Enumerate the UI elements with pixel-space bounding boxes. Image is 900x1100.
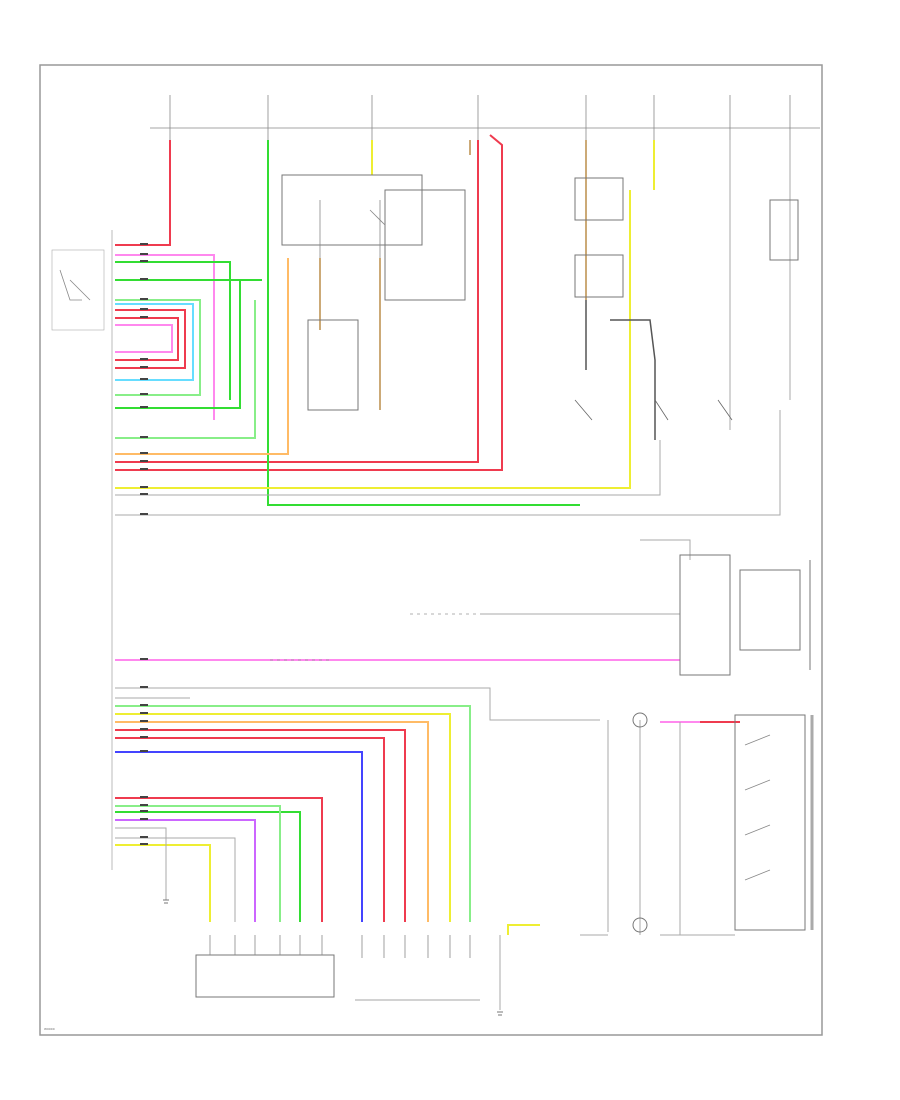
yellow-wires: [115, 140, 655, 935]
left-ecm-connector: [51, 230, 113, 870]
diagram-frame: [39, 64, 823, 1036]
middle-sensor-module: [307, 319, 359, 411]
green-wires: [115, 140, 580, 922]
lightgreen-wires: [115, 299, 471, 922]
sensor-circle-bottom: [632, 917, 648, 933]
power-bus: [150, 95, 820, 140]
cyan-wires: [115, 303, 194, 381]
bottom-left-connector: [195, 935, 335, 998]
figure-code: W0000: [44, 1027, 55, 1031]
center-relay-box: [281, 174, 466, 301]
bottom-center-connector: [355, 935, 480, 1001]
wire-color-marks: [140, 243, 148, 845]
combination-meter: [679, 554, 811, 676]
violet-wires: [115, 819, 256, 922]
orange-wires: [115, 258, 429, 922]
blue-wires: [115, 751, 363, 922]
sensor-circle-top: [632, 712, 648, 728]
red-wires: [115, 134, 740, 922]
tan-wires: [319, 140, 587, 410]
right-relays: [574, 177, 799, 440]
shield-lines: [270, 613, 480, 661]
gray-wires: [115, 140, 791, 1010]
transmission-switch: [734, 714, 814, 931]
ground-symbols: [163, 899, 503, 1016]
